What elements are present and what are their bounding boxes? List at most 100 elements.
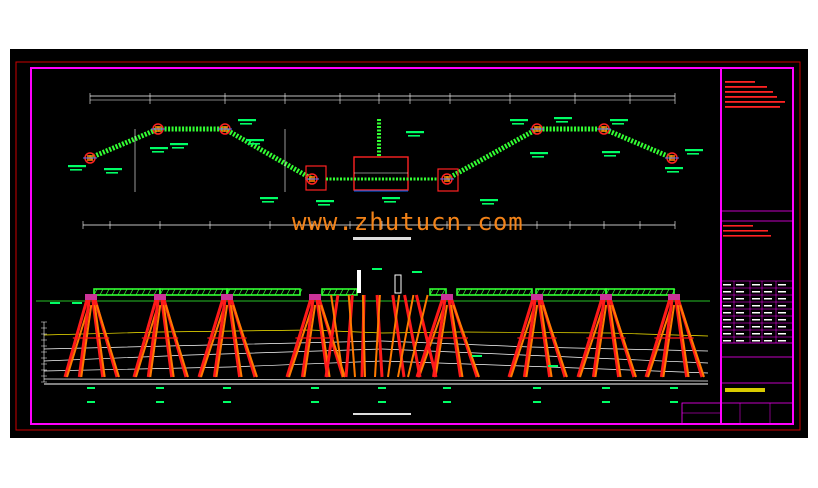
deck-truss-web <box>553 288 558 296</box>
annotation-mark <box>530 152 548 155</box>
annotation-mark <box>480 199 498 202</box>
table-cell-mark <box>752 305 760 307</box>
inner-border-frame <box>30 67 794 425</box>
deck-truss-web <box>504 288 509 296</box>
deck-truss <box>321 288 358 296</box>
deck-truss <box>605 288 675 296</box>
annotation-mark <box>152 151 164 153</box>
tower-leg-cross <box>397 294 415 378</box>
pier-1-leg-outer <box>93 304 106 378</box>
deck-truss-web <box>565 288 570 296</box>
pier-4-leg-outer <box>288 304 314 378</box>
table-cell-mark <box>752 291 760 293</box>
table-cell-mark <box>778 340 786 342</box>
deck-truss-web <box>623 288 628 296</box>
deck-truss-web <box>268 288 273 296</box>
deck-truss <box>226 288 301 296</box>
terrain-line <box>43 378 709 382</box>
deck-truss <box>429 288 447 296</box>
deck-truss-web <box>641 288 646 296</box>
annotation-mark <box>318 204 330 206</box>
deck-truss-web <box>333 288 338 296</box>
annotation-mark <box>248 143 260 145</box>
deck-truss-web <box>595 288 600 296</box>
deck-truss-web <box>510 288 515 296</box>
deck-truss-web <box>201 288 206 296</box>
legend-line <box>723 230 768 232</box>
deck-truss-web <box>498 288 503 296</box>
annotation-mark <box>384 201 396 203</box>
pier-7-leg-outer <box>594 304 608 378</box>
station-mark <box>378 387 386 389</box>
central-building-plan <box>353 156 409 191</box>
pier-7-leg-outer <box>579 304 605 378</box>
deck-truss-web <box>522 288 527 296</box>
station-mark <box>602 401 610 403</box>
pier-7-leg-outer <box>611 304 637 378</box>
station-mark <box>87 401 95 403</box>
pier-8-cap <box>668 294 680 300</box>
elevation-annotation <box>472 355 482 357</box>
table-cell-mark <box>764 298 772 300</box>
table-cell-mark <box>778 326 786 328</box>
deck-truss-web <box>468 288 473 296</box>
pier-6-leg-outer <box>510 304 536 378</box>
deck-truss-web <box>238 288 243 296</box>
elevation-annotation <box>548 365 558 367</box>
pier-1-leg-outer <box>95 304 120 378</box>
deck-truss-web <box>219 288 224 296</box>
deck-truss-web <box>339 288 344 296</box>
table-cell-mark <box>752 312 760 314</box>
table-cell-mark <box>764 340 772 342</box>
pier-5-leg-outer <box>434 304 448 378</box>
deck-truss-web <box>147 288 152 296</box>
table-cell-mark <box>778 312 786 314</box>
table-cell-mark <box>778 284 786 286</box>
annotation-mark <box>665 167 683 170</box>
station-mark <box>378 401 386 403</box>
station-mark <box>443 401 451 403</box>
annotation-mark <box>408 135 420 137</box>
annotation-mark <box>685 149 703 152</box>
tower-leg-cross <box>361 294 366 378</box>
table-cell-mark <box>736 298 744 300</box>
note-line <box>725 96 777 98</box>
pier-3-leg-outer <box>229 304 243 378</box>
deck-truss-web <box>480 288 485 296</box>
annotation-mark <box>604 155 616 157</box>
pier-8-leg-outer <box>679 304 705 378</box>
pier-2-cap <box>154 294 166 300</box>
pier-8-leg-outer <box>647 304 673 378</box>
annotation-mark <box>532 156 544 158</box>
annotation-mark <box>382 197 400 200</box>
annotation-mark <box>70 169 82 171</box>
deck-truss-web <box>171 288 176 296</box>
annotation-mark <box>260 197 278 200</box>
table-cell-mark <box>723 291 731 293</box>
legend-line <box>723 235 771 237</box>
annotation-mark <box>68 165 86 168</box>
pier-3-cap <box>221 294 233 300</box>
station-mark <box>533 401 541 403</box>
deck-truss-web <box>256 288 261 296</box>
table-cell-mark <box>723 319 731 321</box>
station-mark <box>311 401 319 403</box>
table-cell-mark <box>736 340 744 342</box>
table-cell-mark <box>736 312 744 314</box>
deck-truss-web <box>351 288 356 296</box>
deck-truss-web <box>189 288 194 296</box>
table-cell-mark <box>736 326 744 328</box>
table-cell-mark <box>752 284 760 286</box>
deck-truss-web <box>583 288 588 296</box>
annotation-mark <box>262 201 274 203</box>
table-cell-mark <box>736 291 744 293</box>
station-mark <box>87 387 95 389</box>
station-mark <box>670 387 678 389</box>
deck-truss-web <box>647 288 652 296</box>
annotation-mark <box>172 147 184 149</box>
table-cell-mark <box>723 340 731 342</box>
pier-5-cap <box>441 294 453 300</box>
tower-leg <box>324 294 340 378</box>
legend-line <box>723 225 753 227</box>
annotation-mark <box>150 147 168 150</box>
